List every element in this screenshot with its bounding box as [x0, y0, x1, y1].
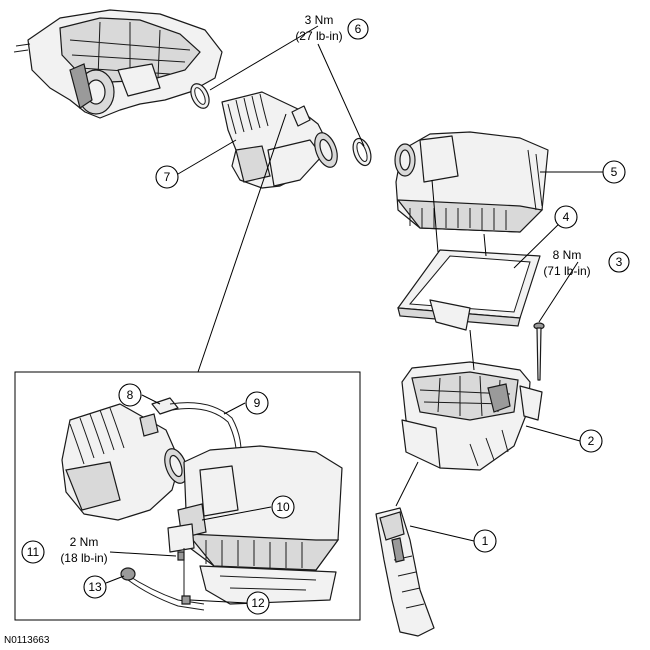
hose-clamp-throttle-body [190, 83, 210, 109]
callout-7: 7 [155, 165, 179, 189]
callout-9: 9 [245, 391, 269, 415]
svg-text:4: 4 [563, 210, 570, 224]
air-cleaner-housing [401, 361, 543, 471]
torque-spec-11-lbin: (18 lb-in) [60, 551, 107, 565]
callout-2: 2 [579, 429, 603, 453]
torque-spec-3-nm: 8 Nm [553, 248, 582, 262]
alignment-line [483, 233, 487, 257]
fresh-air-inlet-duct [375, 507, 435, 637]
svg-text:8: 8 [127, 388, 134, 402]
alignment-line [395, 461, 419, 507]
alignment-line [469, 329, 475, 371]
svg-text:10: 10 [276, 500, 290, 514]
svg-text:13: 13 [88, 580, 102, 594]
svg-text:5: 5 [611, 165, 618, 179]
svg-text:6: 6 [355, 22, 362, 36]
svg-text:12: 12 [251, 596, 265, 610]
alignment-line [431, 179, 439, 253]
svg-text:3: 3 [616, 255, 623, 269]
torque-spec-6-lbin: (27 lb-in) [295, 29, 342, 43]
hose-clamp-air-cleaner [352, 137, 372, 167]
callout-6: 6 [347, 18, 369, 40]
svg-text:9: 9 [254, 396, 261, 410]
callout-11: 11 [21, 540, 45, 564]
callout-5: 5 [602, 160, 626, 184]
air-cleaner-bolt [533, 322, 545, 381]
air-filter-element [397, 249, 541, 331]
torque-spec-3-lbin: (71 lb-in) [543, 264, 590, 278]
callout-4: 4 [554, 205, 578, 229]
callout-10: 10 [271, 495, 295, 519]
svg-text:7: 7 [164, 170, 171, 184]
torque-spec-6-nm: 3 Nm [305, 13, 334, 27]
callout-12: 12 [246, 591, 270, 615]
callout-1: 1 [473, 529, 497, 553]
inset-reference-line [197, 113, 287, 373]
leader-lines [105, 25, 604, 604]
intake-manifold [13, 9, 223, 119]
callout-8: 8 [118, 383, 142, 407]
callout-13: 13 [83, 575, 107, 599]
callout-3: 3 [608, 251, 630, 273]
torque-spec-11-nm: 2 Nm [70, 535, 99, 549]
figure-id: N0113663 [4, 635, 50, 646]
svg-text:1: 1 [482, 534, 489, 548]
air-cleaner-cover [394, 131, 549, 233]
svg-text:11: 11 [27, 545, 40, 559]
svg-text:2: 2 [588, 434, 595, 448]
air-cleaner-outlet-tube [221, 91, 338, 189]
